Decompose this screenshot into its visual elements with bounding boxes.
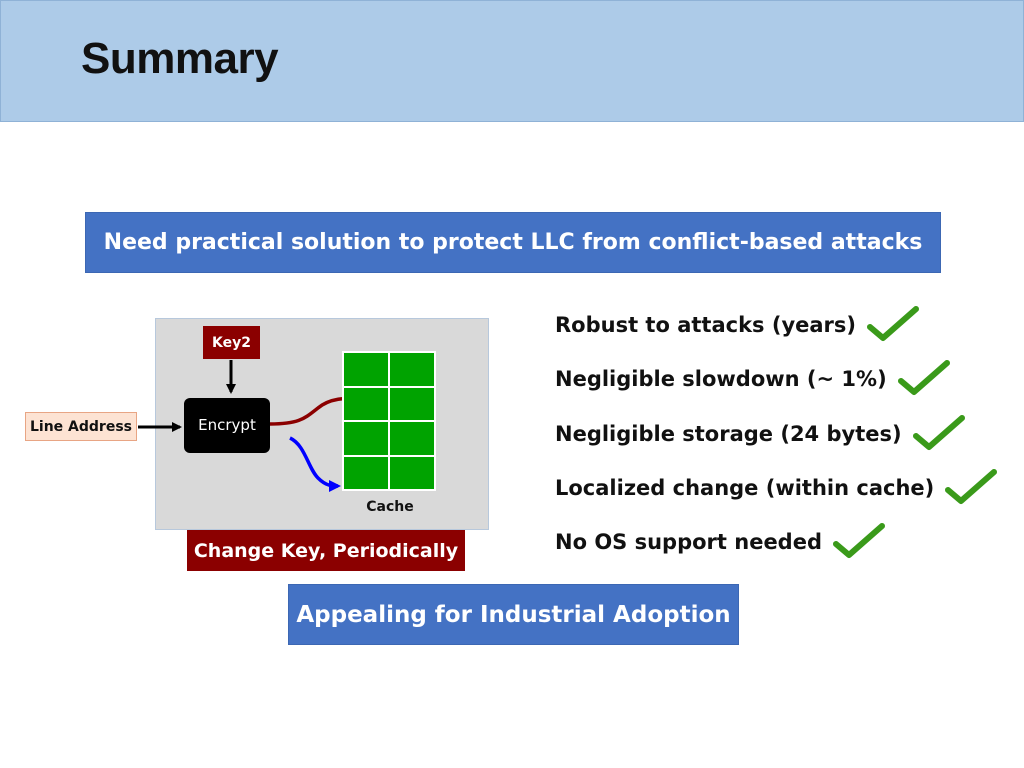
benefit-item: Negligible storage (24 bytes) [555,414,966,454]
benefit-item: Negligible slowdown (~ 1%) [555,359,951,399]
problem-banner: Need practical solution to protect LLC f… [85,212,941,273]
checkmark-icon [833,523,885,558]
title-bar [0,0,1024,122]
cache-cell [343,352,389,387]
change-key-box: Change Key, Periodically [187,530,465,571]
checkmark-icon [912,415,965,450]
checkmark-icon [897,360,950,395]
cache-cell [343,455,389,490]
checkmark-icon [945,469,998,504]
benefit-text: Negligible storage (24 bytes) [555,422,902,446]
line-address-box: Line Address [25,412,137,441]
benefit-text: No OS support needed [555,530,822,554]
benefit-item: Localized change (within cache) [555,468,998,508]
checkmark-icon [867,306,920,341]
cache-grid [342,351,436,491]
cache-cell [389,386,435,421]
benefit-text: Localized change (within cache) [555,476,935,500]
slide-title: Summary [81,34,279,83]
benefit-item: No OS support needed [555,522,886,562]
cache-cell [343,386,389,421]
cache-cell [343,421,389,456]
benefit-item: Robust to attacks (years) [555,305,920,345]
cache-cell [389,421,435,456]
benefit-text: Negligible slowdown (~ 1%) [555,367,887,391]
cache-cell [389,352,435,387]
key-box: Key2 [203,326,260,359]
conclusion-banner: Appealing for Industrial Adoption [288,584,739,645]
benefit-text: Robust to attacks (years) [555,313,857,337]
cache-label: Cache [366,499,414,515]
cache-cell [389,455,435,490]
encrypt-box: Encrypt [184,398,270,453]
